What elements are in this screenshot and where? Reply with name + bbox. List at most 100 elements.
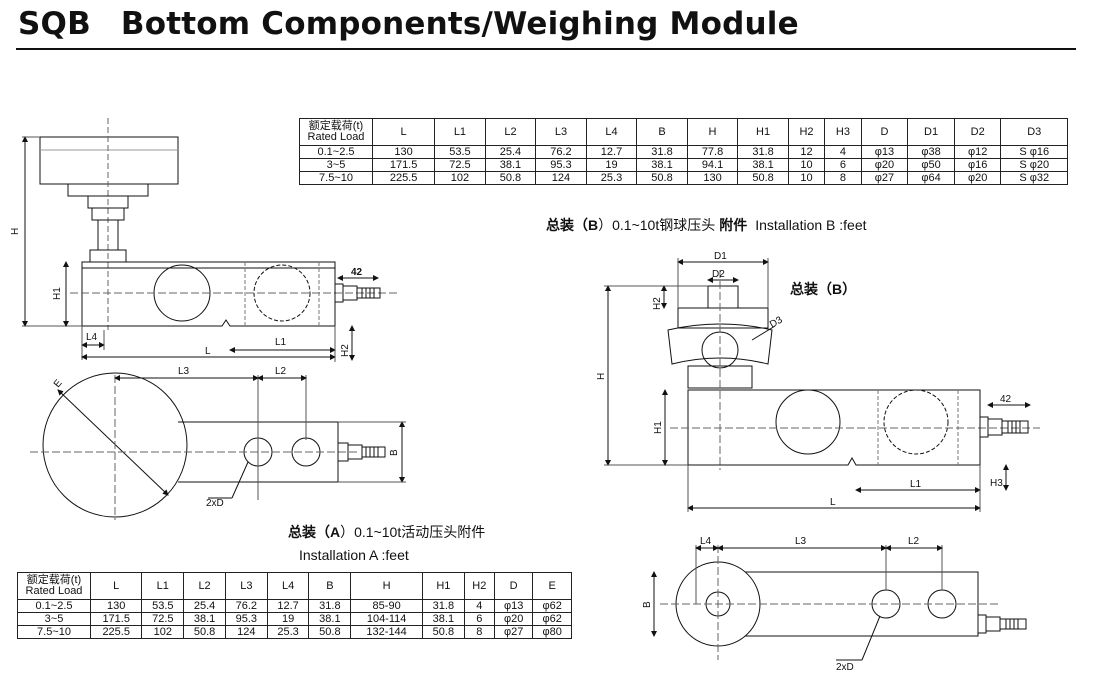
rated-load-cell: 3~5 [17,612,91,626]
rated-load-cell: 0.1~2.5 [299,145,373,159]
dim-l3-label: L3 [178,366,190,377]
table-cell: 19 [585,158,638,172]
column-header-d: D [493,572,534,600]
table-cell: 171.5 [371,158,436,172]
column-header-h1: H1 [421,572,465,600]
rated-load-cell: 0.1~2.5 [17,599,91,613]
dim-l4-label-b: L4 [700,536,712,547]
dim-b-label-b: B [642,601,653,608]
table-cell: 38.1 [737,158,789,172]
dim-2xd-label-b: 2xD [836,662,854,673]
table-cell: 25.4 [183,599,226,613]
dim-h1-label: H1 [52,287,63,300]
table-cell: φ20 [493,612,534,626]
dim-l-label-b: L [830,497,836,508]
table-cell: 4 [463,599,495,613]
table-cell: φ13 [860,145,909,159]
rated-load-cell: 3~5 [299,158,373,172]
drawing-a-top-view [30,372,406,520]
dim-l4-label: L4 [86,332,98,343]
dim-h-label-b: H [596,373,607,380]
table-cell: 124 [224,625,268,639]
table-cell: 38.1 [636,158,688,172]
table-cell: 50.8 [737,171,789,185]
dim-l3-label-b: L3 [795,536,807,547]
table-cell: 76.2 [224,599,268,613]
dim-e-label: E [52,377,65,389]
table-cell: 72.5 [141,612,185,626]
title-text: Bottom Components/Weighing Module [120,6,799,42]
table-cell: 85-90 [350,599,423,613]
table-cell: 4 [824,145,862,159]
table-cell: 104-114 [350,612,423,626]
table-cell: φ27 [493,625,534,639]
dim-l-label: L [205,346,211,357]
table-cell: φ38 [907,145,955,159]
table-cell: φ16 [953,158,1002,172]
table-cell: 76.2 [535,145,587,159]
table-cell: φ20 [953,171,1002,185]
label-assembly-b: 总装（B） [790,281,857,297]
column-header-l1: L1 [141,572,185,600]
dim-h2-label-b: H2 [652,297,663,310]
table-cell: 130 [89,599,143,613]
table-cell: 12 [787,145,826,159]
column-header-h: H [350,572,423,600]
table-cell: 102 [141,625,185,639]
dim-h3-label: H3 [990,478,1003,489]
rated-load-header: 额定载荷(t)Rated Load [299,118,373,146]
table-cell: φ12 [953,145,1002,159]
dim-h-label: H [10,228,21,235]
table-cell: 6 [824,158,862,172]
table-cell: 50.8 [484,171,537,185]
table-cell: 8 [824,171,862,185]
table-cell: 50.8 [308,625,352,639]
column-header-l2: L2 [183,572,226,600]
table-cell: φ62 [532,612,572,626]
table-cell: S φ32 [1000,171,1068,185]
table-cell: φ62 [532,599,572,613]
model-code: SQB [18,6,91,42]
table-cell: 8 [463,625,495,639]
table-cell: φ20 [860,158,909,172]
column-header-l: L [371,118,436,146]
table-cell: φ80 [532,625,572,639]
dim-l1-label-b: L1 [910,479,922,490]
column-header-b: B [636,118,688,146]
table-cell: 6 [463,612,495,626]
table-cell: 130 [371,145,436,159]
table-cell: S φ16 [1000,145,1068,159]
rated-load-cell: 7.5~10 [299,171,373,185]
rated-load-header: 额定载荷(t)Rated Load [17,572,91,600]
table-cell: 50.8 [421,625,465,639]
table-cell: φ27 [860,171,909,185]
table-cell: 53.5 [141,599,185,613]
column-header-l4: L4 [585,118,638,146]
dim-l1-label: L1 [275,337,287,348]
table-cell: 50.8 [636,171,688,185]
dim-42-label: 42 [351,267,363,278]
column-header-h2: H2 [787,118,826,146]
caption-installation-a-en: Installation A :feet [299,547,409,563]
table-cell: 31.8 [737,145,789,159]
table-cell: 124 [535,171,587,185]
column-header-d1: D1 [907,118,955,146]
table-cell: 10 [787,158,826,172]
dim-h1-label-b: H1 [653,421,664,434]
column-header-d: D [860,118,909,146]
page-title: SQB Bottom Components/Weighing Module [18,6,799,42]
column-header-h1: H1 [737,118,789,146]
table-cell: 38.1 [308,612,352,626]
table-cell: 12.7 [585,145,638,159]
dim-h2-label: H2 [340,344,351,357]
drawing-b-top-view [651,545,1027,661]
table-cell: S φ20 [1000,158,1068,172]
